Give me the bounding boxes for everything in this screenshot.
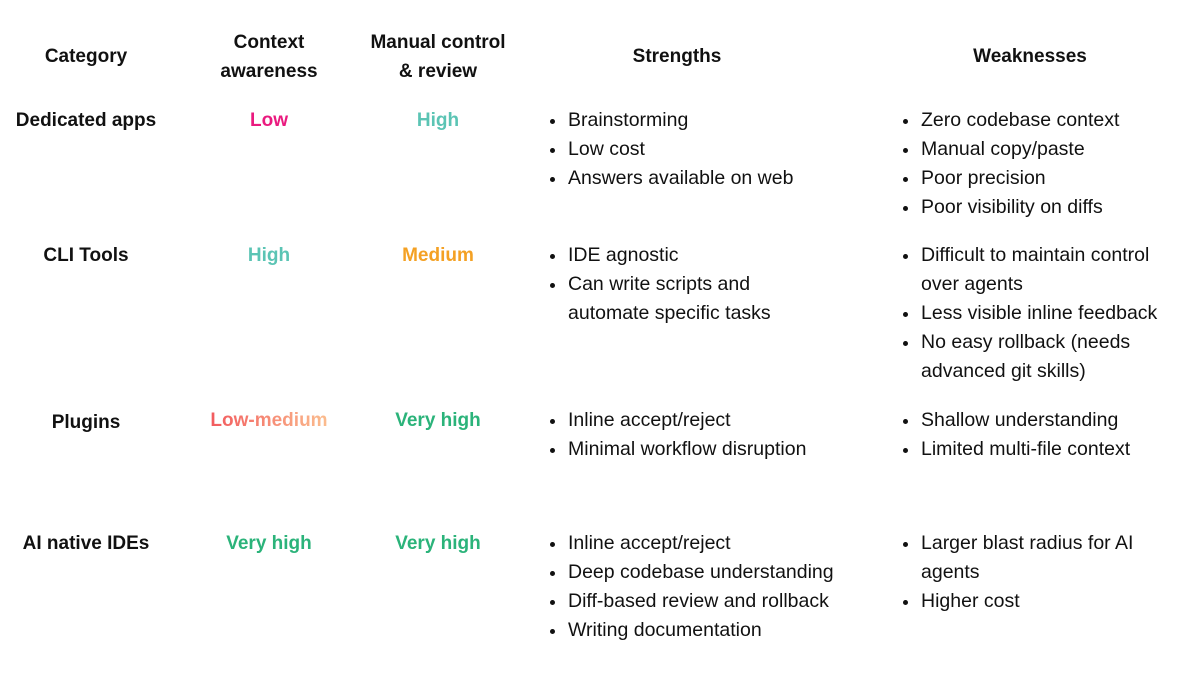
list-item: Manual copy/paste — [901, 135, 1199, 164]
header-context-line1: Context — [233, 32, 305, 53]
header-manual-control: Manual control & review — [348, 28, 528, 86]
header-category: Category — [0, 42, 172, 71]
header-manual-line1: Manual control — [370, 32, 506, 53]
list-item: IDE agnostic — [548, 241, 798, 270]
header-strengths-label: Strengths — [632, 46, 722, 67]
list-item: Brainstorming — [548, 106, 888, 135]
manual-control-value: Very high — [395, 410, 481, 431]
strengths-list: Inline accept/reject Deep codebase under… — [548, 529, 898, 645]
list-item: Inline accept/reject — [548, 529, 898, 558]
header-weaknesses: Weaknesses — [930, 42, 1130, 71]
category-cell: Plugins — [51, 412, 121, 433]
list-item: Less visible inline feedback — [901, 299, 1199, 328]
context-awareness-value: High — [247, 245, 291, 266]
category-cell: AI native IDEs — [22, 533, 150, 554]
list-item: Can write scripts and automate specific … — [548, 270, 798, 328]
header-manual-line2: & review — [398, 61, 478, 82]
header-context-awareness: Context awareness — [184, 28, 354, 86]
list-item: Answers available on web — [548, 164, 888, 193]
context-awareness-value: Low-medium — [184, 406, 354, 435]
header-weaknesses-label: Weaknesses — [973, 46, 1087, 67]
header-category-label: Category — [44, 46, 128, 67]
list-item: Zero codebase context — [901, 106, 1199, 135]
list-item: Poor visibility on diffs — [901, 193, 1199, 222]
list-item: Limited multi-file context — [901, 435, 1199, 464]
list-item: Shallow understanding — [901, 406, 1199, 435]
weaknesses-list: Difficult to maintain control over agent… — [901, 241, 1199, 386]
list-item: Inline accept/reject — [548, 406, 888, 435]
strengths-list: IDE agnostic Can write scripts and autom… — [548, 241, 798, 328]
header-strengths: Strengths — [577, 42, 777, 71]
list-item: Deep codebase understanding — [548, 558, 898, 587]
list-item: Low cost — [548, 135, 888, 164]
manual-control-value: Medium — [402, 245, 474, 266]
list-item: No easy rollback (needs advanced git ski… — [901, 328, 1171, 386]
list-item: Larger blast radius for AI agents — [901, 529, 1181, 587]
low-medium-gradient-text: Low-medium — [210, 410, 328, 431]
list-item: Diff-based review and rollback — [548, 587, 898, 616]
weaknesses-list: Larger blast radius for AI agents Higher… — [901, 529, 1199, 616]
list-item: Higher cost — [901, 587, 1199, 616]
strengths-list: Brainstorming Low cost Answers available… — [548, 106, 888, 193]
manual-control-value: Very high — [395, 533, 481, 554]
weaknesses-list: Shallow understanding Limited multi-file… — [901, 406, 1199, 464]
category-cell: Dedicated apps — [15, 110, 157, 131]
weaknesses-list: Zero codebase context Manual copy/paste … — [901, 106, 1199, 222]
category-cell: CLI Tools — [43, 245, 129, 266]
list-item: Difficult to maintain control over agent… — [901, 241, 1151, 299]
header-context-line2: awareness — [220, 61, 318, 82]
list-item: Writing documentation — [548, 616, 898, 645]
manual-control-value: High — [416, 110, 460, 131]
list-item: Poor precision — [901, 164, 1199, 193]
strengths-list: Inline accept/reject Minimal workflow di… — [548, 406, 888, 464]
context-awareness-value: Very high — [226, 533, 312, 554]
context-awareness-value: Low — [250, 110, 288, 131]
list-item: Minimal workflow disruption — [548, 435, 888, 464]
